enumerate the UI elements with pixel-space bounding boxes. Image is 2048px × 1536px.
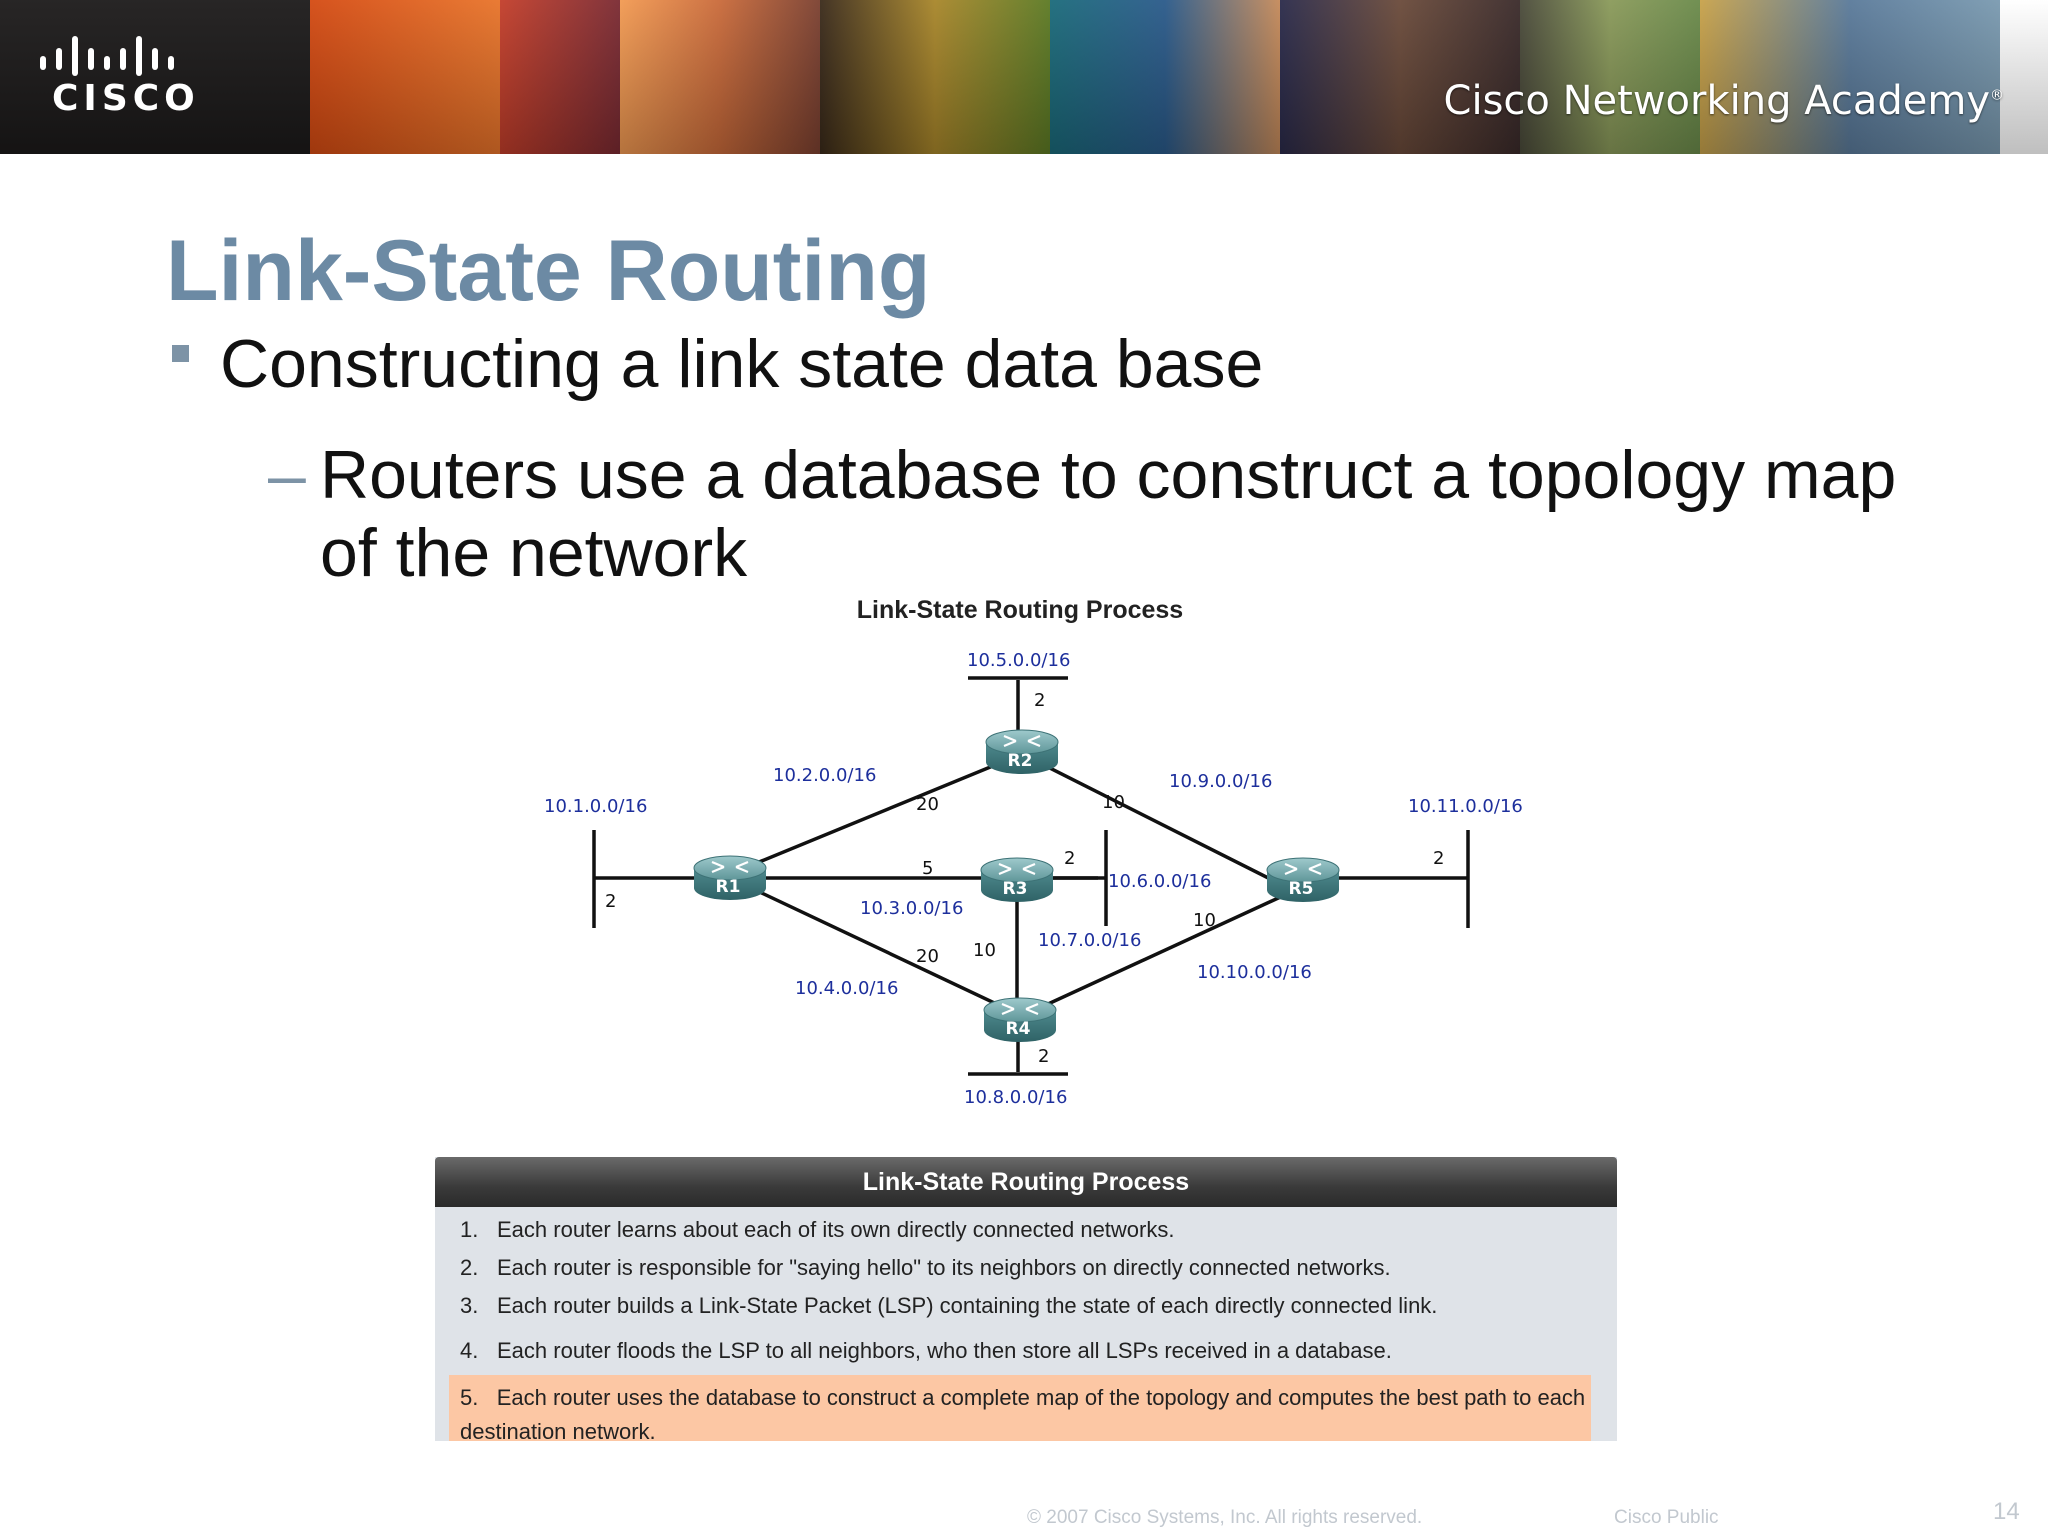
router-r5-icon: R5 — [1266, 857, 1340, 902]
network-label: 10.11.0.0/16 — [1408, 796, 1523, 817]
bullet-2-text: Routers use a database to construct a to… — [320, 437, 1897, 591]
copyright: © 2007 Cisco Systems, Inc. All rights re… — [1027, 1507, 1423, 1528]
labels: 10.1.0.0/16 10.2.0.0/16 10.3.0.0/16 10.4… — [544, 650, 1523, 1108]
cost-label: 2 — [605, 891, 616, 912]
step-text: Each router learns about each of its own… — [497, 1217, 1175, 1242]
router-label: R3 — [1003, 879, 1028, 899]
step-number: 3. — [460, 1293, 479, 1318]
process-title: Link-State Routing Process — [862, 1168, 1190, 1196]
page-number: 14 — [1993, 1498, 2020, 1525]
dash-bullet: – — [268, 437, 306, 513]
step-number: 5. — [460, 1385, 479, 1410]
square-bullet-icon — [172, 345, 189, 362]
step-text: Each router uses the database to constru… — [460, 1385, 1586, 1444]
network-label: 10.1.0.0/16 — [544, 796, 647, 817]
network-label: 10.9.0.0/16 — [1169, 771, 1272, 792]
router-r4-icon: R4 — [983, 997, 1057, 1042]
router-label: R1 — [716, 877, 741, 897]
process-header: Link-State Routing Process — [435, 1157, 1617, 1207]
step-text: Each router floods the LSP to all neighb… — [497, 1338, 1392, 1363]
cost-label: 10 — [1102, 792, 1125, 813]
registered-mark: ® — [1990, 87, 2004, 104]
router-r3-icon: R3 — [980, 857, 1054, 902]
banner-photo — [1050, 0, 1280, 154]
bullet-1-text: Constructing a link state data base — [220, 326, 1264, 402]
header-banner: CISCO Cisco Networking Academy® — [0, 0, 2048, 154]
network-label: 10.6.0.0/16 — [1108, 871, 1211, 892]
diagram-title: Link-State Routing Process — [856, 596, 1184, 624]
cost-label: 2 — [1034, 690, 1045, 711]
router-r1-icon: R1 — [693, 855, 767, 900]
process-panel: Link-State Routing Process 1. Each route… — [435, 1157, 1617, 1444]
step-text: Each router is responsible for "saying h… — [497, 1255, 1391, 1280]
step-number: 2. — [460, 1255, 479, 1280]
cost-label: 10 — [1193, 910, 1216, 931]
slide-title: Link-State Routing — [166, 223, 931, 319]
cost-label: 5 — [922, 858, 933, 879]
network-label: 10.3.0.0/16 — [860, 898, 963, 919]
router-label: R4 — [1006, 1019, 1031, 1039]
network-label: 10.4.0.0/16 — [795, 978, 898, 999]
banner-photo — [1280, 0, 1520, 154]
router-label: R5 — [1289, 879, 1314, 899]
academy-name: Cisco Networking Academy® — [1444, 78, 2004, 124]
router-label: R2 — [1008, 751, 1033, 771]
network-label: 10.10.0.0/16 — [1197, 962, 1312, 983]
network-label: 10.2.0.0/16 — [773, 765, 876, 786]
banner-edge — [2000, 0, 2048, 154]
cost-label: 10 — [973, 940, 996, 961]
network-label: 10.5.0.0/16 — [967, 650, 1070, 671]
academy-text: Cisco Networking Academy — [1443, 78, 1990, 124]
banner-photo — [500, 0, 620, 154]
step-number: 4. — [460, 1338, 479, 1363]
network-label: 10.8.0.0/16 — [964, 1087, 1067, 1108]
process-step: 5. Each router uses the database to cons… — [460, 1381, 1590, 1449]
cost-label: 2 — [1038, 1046, 1049, 1067]
banner-photo — [310, 0, 500, 154]
classification: Cisco Public — [1614, 1507, 1719, 1528]
banner-photo — [1520, 0, 1700, 154]
cost-label: 2 — [1064, 848, 1075, 869]
cisco-logo-text: CISCO — [52, 78, 200, 119]
cost-label: 20 — [916, 794, 939, 815]
highlighted-step — [449, 1375, 1591, 1441]
banner-photo — [1700, 0, 2000, 154]
step-text: Each router builds a Link-State Packet (… — [497, 1293, 1438, 1318]
link-r1-r2 — [729, 752, 1023, 876]
link-r4-r5 — [1021, 886, 1301, 1018]
cisco-bars-icon — [40, 36, 174, 76]
cisco-logo: CISCO — [40, 36, 195, 126]
cost-label: 20 — [916, 946, 939, 967]
banner-photo — [620, 0, 820, 154]
network-label: 10.7.0.0/16 — [1038, 930, 1141, 951]
banner-photo — [820, 0, 1050, 154]
cost-label: 2 — [1433, 848, 1444, 869]
topology-diagram: Link-State Routing Process — [520, 596, 1560, 1116]
step-number: 1. — [460, 1217, 479, 1242]
link-r1-r4 — [729, 876, 1023, 1018]
link-r2-r5 — [1021, 752, 1301, 896]
router-r2-icon: R2 — [985, 729, 1059, 774]
